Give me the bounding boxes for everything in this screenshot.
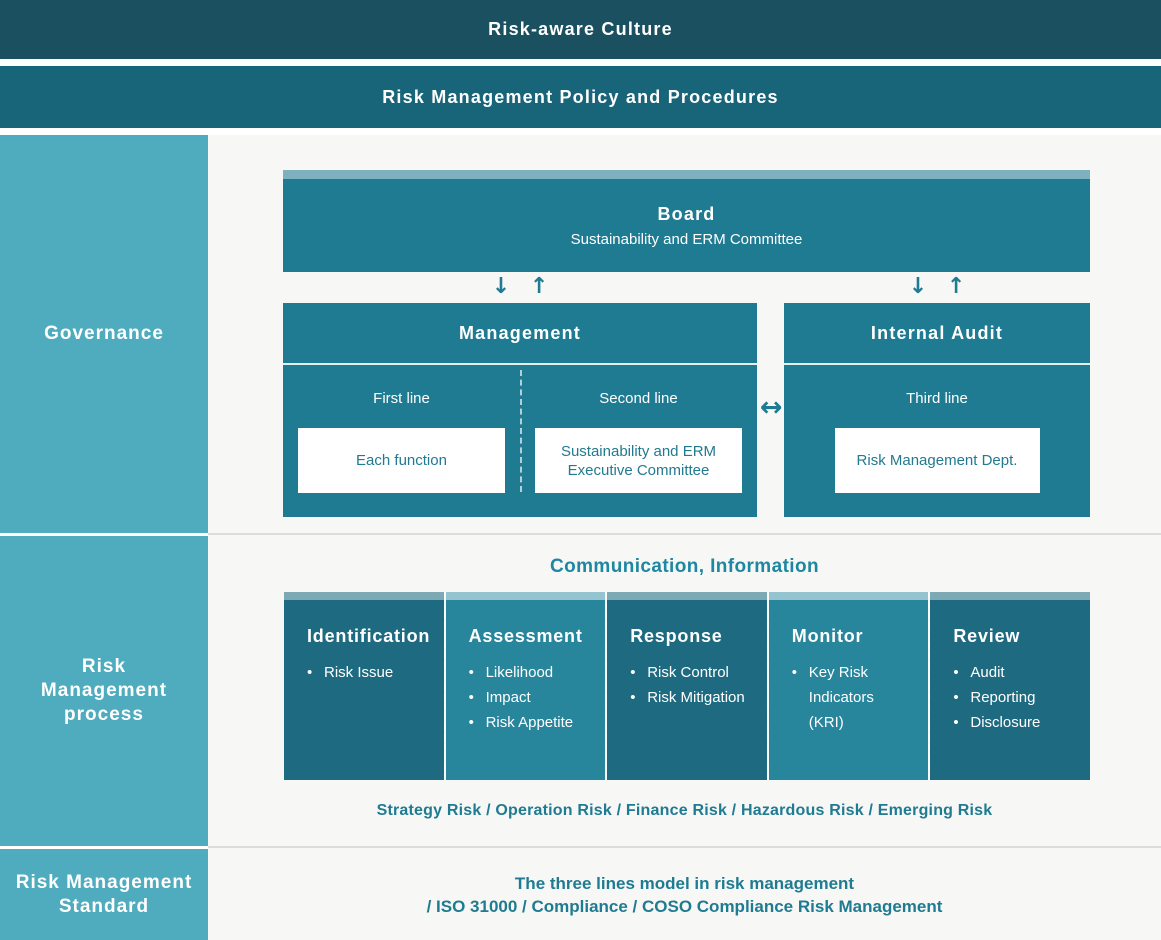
step-item: Risk Issue	[307, 660, 436, 685]
column-body: Assessment Likelihood Impact Risk Appeti…	[445, 600, 606, 780]
step-title: Review	[953, 626, 1021, 646]
standards-line2: / ISO 31000 / Compliance / COSO Complian…	[426, 897, 943, 916]
column-strip	[930, 592, 1090, 600]
standards-text: The three lines model in risk management…	[208, 872, 1161, 918]
sidebar-label-process: Risk Management process	[40, 656, 168, 725]
communication-heading: Communication, Information	[549, 556, 819, 577]
step-title: Monitor	[791, 626, 864, 646]
process-step-monitor: Monitor Key Risk Indicators (KRI)	[766, 592, 929, 780]
risk-policy-banner: Risk Management Policy and Procedures	[0, 66, 1161, 128]
step-item: Risk Appetite	[469, 710, 598, 735]
second-line-label: Second line	[599, 390, 678, 407]
board-title: Board	[657, 203, 716, 224]
step-item: Risk Control	[630, 660, 759, 685]
each-function-label: Each function	[356, 452, 447, 469]
board-management-arrows: ↓ ↑	[283, 274, 757, 299]
board-top-strip	[283, 170, 1090, 179]
section-divider-process-standard	[208, 846, 1161, 848]
second-line-cell: Second line Sustainability and ERM Execu…	[520, 365, 757, 515]
board-subtitle: Sustainability and ERM Committee	[570, 230, 803, 248]
management-box: Management First line Each function Seco…	[283, 303, 757, 517]
step-item: Audit	[953, 660, 1082, 685]
up-arrow-icon: ↑	[529, 274, 549, 299]
step-item: Likelihood	[469, 660, 598, 685]
down-arrow-icon: ↓	[908, 274, 928, 299]
process-columns: Identification Risk Issue Assessment Lik…	[284, 592, 1090, 780]
column-strip	[768, 592, 929, 600]
first-second-line-divider	[520, 370, 522, 492]
sidebar-section-process: Risk Management process	[0, 533, 208, 846]
step-item: Impact	[469, 685, 598, 710]
standards-line1: The three lines model in risk management	[514, 874, 855, 893]
erm-executive-committee-label: Sustainability and ERM Executive Committ…	[560, 442, 717, 479]
column-strip	[607, 592, 767, 600]
internal-audit-body: Third line Risk Management Dept.	[784, 365, 1090, 515]
column-body: Monitor Key Risk Indicators (KRI)	[768, 600, 929, 780]
column-body: Response Risk Control Risk Mitigation	[607, 600, 767, 780]
banner-label: Risk Management Policy and Procedures	[382, 86, 779, 107]
category-sidebar: Governance Risk Management process Risk …	[0, 135, 208, 940]
risk-aware-culture-banner: Risk-aware Culture	[0, 0, 1161, 59]
up-arrow-icon: ↑	[946, 274, 966, 299]
internal-audit-box: Internal Audit Third line Risk Managemen…	[784, 303, 1090, 517]
step-item: Risk Mitigation	[630, 685, 759, 710]
risk-management-dept-box: Risk Management Dept.	[834, 428, 1040, 493]
down-arrow-icon: ↓	[491, 274, 511, 299]
management-title: Management	[283, 303, 757, 365]
board-box: Board Sustainability and ERM Committee	[283, 179, 1090, 272]
step-item: Key Risk Indicators (KRI)	[792, 660, 898, 735]
column-body: Review Audit Reporting Disclosure	[930, 600, 1090, 780]
process-step-response: Response Risk Control Risk Mitigation	[605, 592, 767, 780]
each-function-box: Each function	[298, 428, 505, 493]
step-title: Assessment	[468, 626, 583, 646]
risk-management-dept-label: Risk Management Dept.	[856, 452, 1018, 469]
banner-label: Risk-aware Culture	[488, 19, 673, 39]
process-step-assessment: Assessment Likelihood Impact Risk Appeti…	[443, 592, 606, 780]
management-body: First line Each function Second line Sus…	[283, 365, 757, 515]
sidebar-label-standard: Risk Management Standard	[15, 871, 193, 917]
process-step-review: Review Audit Reporting Disclosure	[928, 592, 1090, 780]
third-line-label: Third line	[906, 390, 968, 407]
first-line-cell: First line Each function	[283, 365, 520, 515]
process-step-identification: Identification Risk Issue	[284, 592, 444, 780]
step-item: Disclosure	[953, 710, 1082, 735]
sidebar-section-standard: Risk Management Standard	[0, 846, 208, 940]
column-strip	[284, 592, 444, 600]
board-audit-arrows: ↓ ↑	[784, 274, 1090, 299]
column-strip	[445, 592, 606, 600]
column-body: Identification Risk Issue	[284, 600, 444, 780]
risk-types-line: Strategy Risk / Operation Risk / Finance…	[376, 802, 993, 819]
first-line-label: First line	[373, 390, 430, 407]
internal-audit-title: Internal Audit	[784, 303, 1090, 365]
step-title: Response	[630, 626, 723, 646]
step-item: Reporting	[953, 685, 1082, 710]
section-divider-governance-process	[208, 533, 1161, 535]
sidebar-label-governance: Governance	[44, 323, 164, 344]
step-title: Identification	[307, 626, 431, 646]
erm-executive-committee-box: Sustainability and ERM Executive Committ…	[535, 428, 742, 493]
sidebar-section-governance: Governance	[0, 135, 208, 533]
left-right-arrow-icon: ↔	[759, 392, 783, 423]
